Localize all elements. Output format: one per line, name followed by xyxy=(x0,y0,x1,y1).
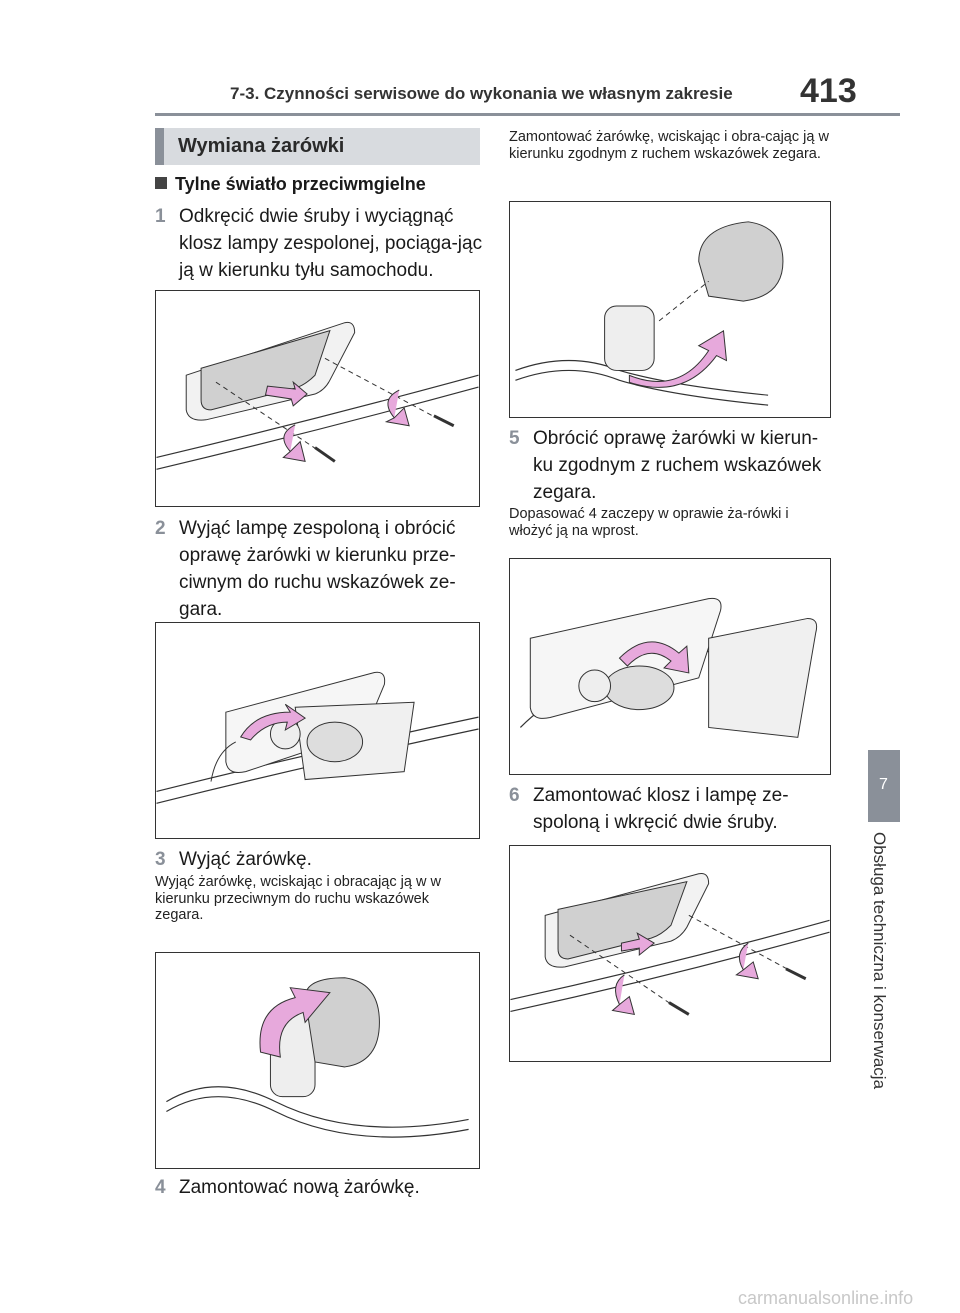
subheading: Tylne światło przeciwmgielne xyxy=(155,174,426,195)
figure-rotate-socket-ccw xyxy=(155,622,480,839)
chapter-tab-number: 7 xyxy=(879,776,888,793)
subheading-text: Tylne światło przeciwmgielne xyxy=(175,174,426,194)
figure-install-bulb xyxy=(509,201,831,418)
step-number: 4 xyxy=(155,1177,166,1198)
step-number: 5 xyxy=(509,428,520,449)
step-text: Wyjąć żarówkę. xyxy=(179,849,312,870)
illustration-lamp-screws xyxy=(156,321,479,470)
illustration-bulb-removal xyxy=(166,977,469,1138)
section-title-bar: Wymiana żarówki xyxy=(155,128,480,165)
chapter-header: 7-3. Czynności serwisowe do wykonania we… xyxy=(230,84,733,103)
watermark: carmanualsonline.info xyxy=(738,1288,914,1308)
page-number: 413 xyxy=(800,72,857,110)
illustration-bulb-install xyxy=(515,221,784,406)
step-text: Obrócić oprawę żarówki w kierun-ku zgodn… xyxy=(533,428,822,503)
chapter-tab-label: Obsługa techniczna i konserwacja xyxy=(870,832,889,1090)
chapter-tab[interactable]: 7 xyxy=(868,750,900,822)
illustration-lens-screws xyxy=(510,872,830,1016)
step-3-note: Wyjąć żarówkę, wciskając i obracając ją … xyxy=(155,874,441,923)
illustration-lamp-socket xyxy=(156,671,479,804)
figure-remove-lens xyxy=(155,290,480,507)
step-text: Zamontować nową żarówkę. xyxy=(179,1177,420,1198)
illustration-socket-install xyxy=(519,597,818,738)
step-text: Zamontować klosz i lampę ze-spoloną i wk… xyxy=(533,785,789,833)
step-text: Odkręcić dwie śruby i wyciągnąć klosz la… xyxy=(179,206,483,281)
step-number: 6 xyxy=(509,785,520,806)
step-text: Wyjąć lampę zespoloną i obrócić oprawę ż… xyxy=(179,518,456,620)
step-number: 1 xyxy=(155,206,166,227)
step-number: 3 xyxy=(155,849,166,870)
step-4-note: Zamontować żarówkę, wciskając i obra-caj… xyxy=(509,129,829,162)
step-number: 2 xyxy=(155,518,166,539)
section-title: Wymiana żarówki xyxy=(178,135,345,157)
figure-rotate-socket-cw xyxy=(509,558,831,775)
figure-remove-bulb xyxy=(155,952,480,1169)
step-5-note: Dopasować 4 zaczepy w oprawie ża-rówki i… xyxy=(509,506,789,539)
figure-install-lens xyxy=(509,845,831,1062)
bullet-square-icon xyxy=(155,177,167,189)
header-rule xyxy=(155,113,900,116)
